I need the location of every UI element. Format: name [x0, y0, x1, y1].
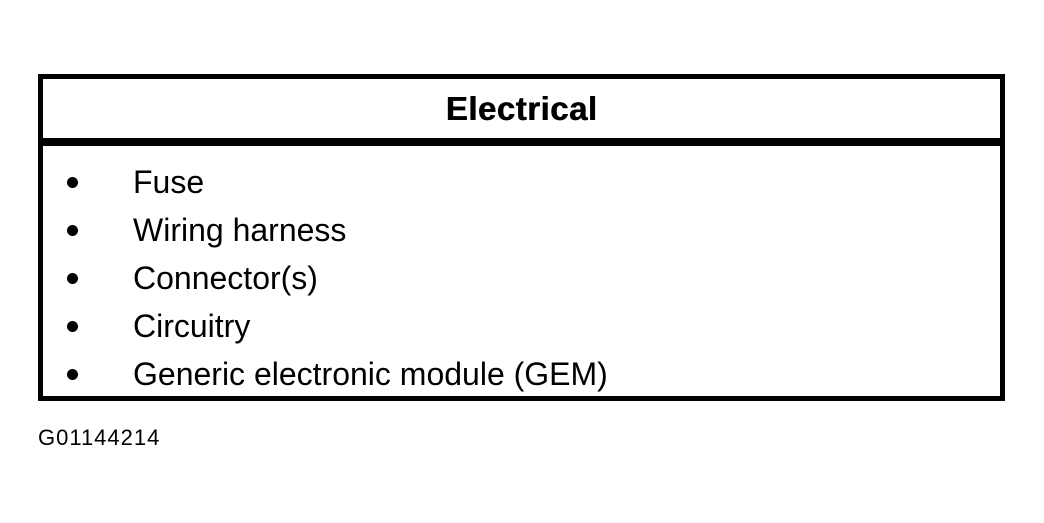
- bullet-icon: [67, 320, 78, 332]
- list-item-label: Circuitry: [133, 308, 251, 344]
- list-item-label: Generic electronic module (GEM): [133, 356, 608, 392]
- list-item: Wiring harness: [43, 206, 1000, 254]
- table-title: Electrical: [445, 89, 598, 127]
- figure-caption: G01144214: [38, 425, 161, 450]
- list-item-label: Connector(s): [133, 260, 318, 296]
- bullet-icon: [67, 368, 78, 380]
- bullet-icon: [67, 224, 78, 236]
- list-item: Fuse: [43, 158, 1000, 206]
- bullet-icon: [67, 272, 78, 284]
- component-list: Fuse Wiring harness Connector(s) Circuit…: [43, 146, 1000, 398]
- list-item-label: Wiring harness: [133, 212, 347, 248]
- list-item: Generic electronic module (GEM): [43, 350, 1000, 398]
- list-item: Circuitry: [43, 302, 1000, 350]
- list-item: Connector(s): [43, 254, 1000, 302]
- table-header: Electrical: [43, 79, 1000, 146]
- list-item-label: Fuse: [133, 164, 205, 200]
- bullet-icon: [67, 176, 78, 188]
- electrical-components-table: Electrical Fuse Wiring harness Connector…: [38, 74, 1005, 401]
